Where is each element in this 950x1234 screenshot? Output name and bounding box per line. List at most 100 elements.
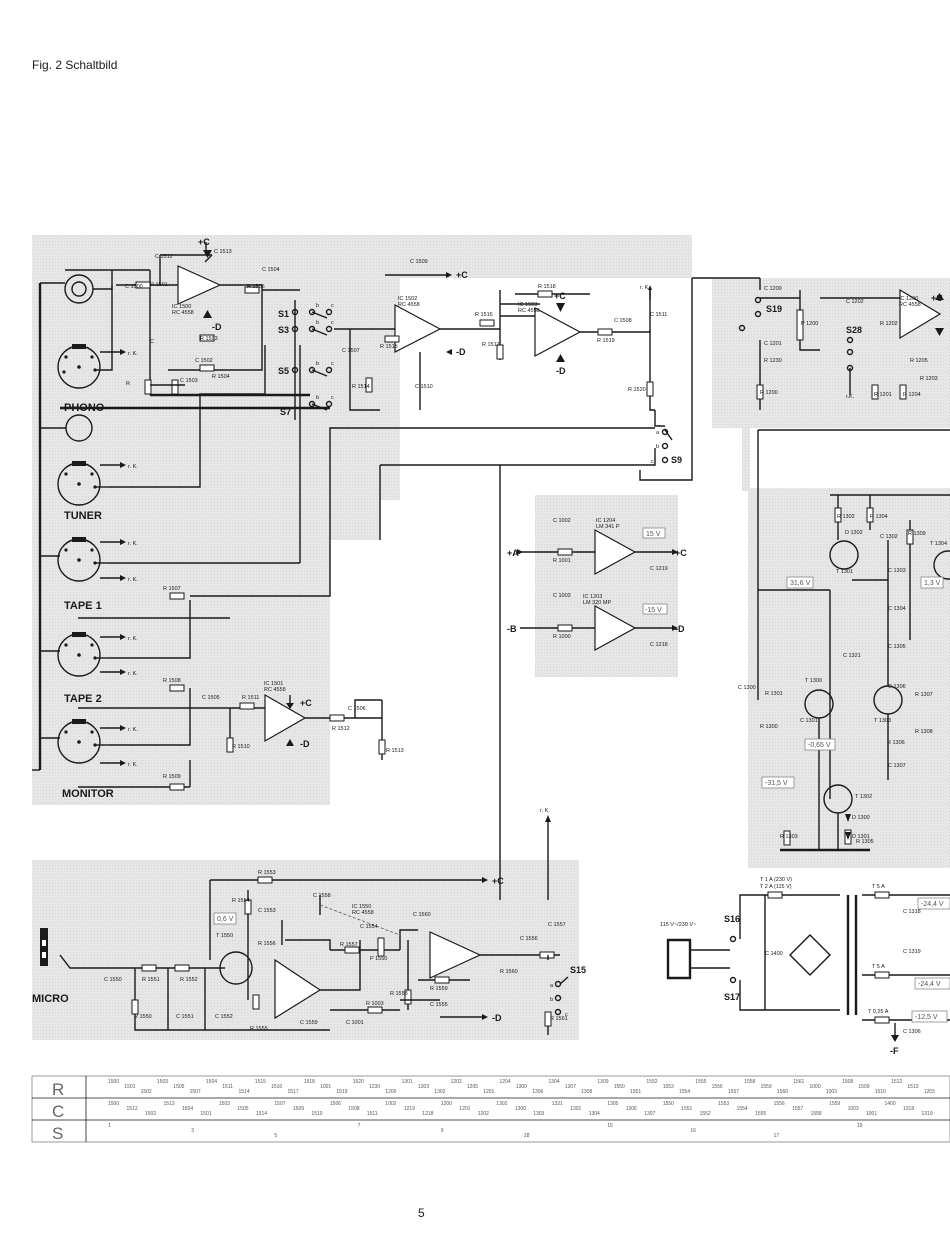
svg-text:C 1556: C 1556 bbox=[520, 936, 538, 942]
regulator-panel: +A +C -B -D 15 V -15 V C 1002 IC 1204 LM… bbox=[507, 518, 687, 652]
svg-text:b: b bbox=[316, 320, 319, 326]
tone-section: +C C 1200 C 1201 R 1230 R 1200 P 1200 C … bbox=[738, 278, 944, 410]
table-cell: 16 bbox=[690, 1128, 696, 1134]
table-cell: 1002 bbox=[385, 1101, 396, 1107]
svg-text:R 1304: R 1304 bbox=[870, 514, 888, 520]
tape2-input-section: TAPE 2 bbox=[57, 632, 102, 705]
rail-label-neg-6: -D bbox=[492, 1013, 502, 1023]
svg-text:R 1305: R 1305 bbox=[856, 839, 874, 845]
fuse-label-3: T 5 A bbox=[872, 884, 885, 890]
table-cell: 1558 bbox=[744, 1079, 755, 1085]
svg-text:r. K.: r. K. bbox=[128, 577, 138, 583]
svg-text:IC 1204: IC 1204 bbox=[596, 518, 615, 524]
tape1-input-section: TAPE 1 bbox=[57, 537, 102, 612]
svg-text:R 1303: R 1303 bbox=[780, 834, 798, 840]
svg-text:D 1300: D 1300 bbox=[852, 815, 870, 821]
svg-text:C 1502: C 1502 bbox=[195, 358, 213, 364]
svg-text:b: b bbox=[656, 444, 659, 450]
table-cell: 1512 bbox=[891, 1079, 902, 1085]
svg-text:C 1559: C 1559 bbox=[300, 1020, 318, 1026]
svg-text:IC 1500: IC 1500 bbox=[172, 304, 191, 310]
svg-text:IC 1502: IC 1502 bbox=[398, 296, 417, 302]
svg-text:R 1308: R 1308 bbox=[915, 729, 933, 735]
table-cell: 1319 bbox=[922, 1111, 933, 1117]
rail-label-pos-3: +C bbox=[554, 291, 566, 301]
svg-text:R 1503: R 1503 bbox=[200, 336, 218, 342]
svg-text:C 1557: C 1557 bbox=[548, 922, 566, 928]
svg-text:R 1560: R 1560 bbox=[500, 969, 518, 975]
figure-caption: Fig. 2 Schaltbild bbox=[32, 58, 118, 72]
svg-text:R 1518: R 1518 bbox=[538, 284, 556, 290]
svg-text:C 1202: C 1202 bbox=[846, 299, 864, 305]
table-cell: 1553 bbox=[718, 1101, 729, 1107]
table-cell: 1300 bbox=[515, 1106, 526, 1112]
svg-text:R 1501: R 1501 bbox=[150, 282, 168, 288]
table-cell: 1511 bbox=[367, 1111, 378, 1117]
table-cell: 1515 bbox=[255, 1079, 266, 1085]
svg-text:R 1520: R 1520 bbox=[628, 387, 646, 393]
table-cell: 1556 bbox=[712, 1084, 723, 1090]
rail-label-pos-4: +C bbox=[300, 698, 312, 708]
svg-text:RC 4558: RC 4558 bbox=[264, 687, 286, 693]
table-cell: 1555 bbox=[755, 1111, 766, 1117]
rail-label-neg-3: -D bbox=[556, 366, 566, 376]
table-cell: 1201 bbox=[483, 1089, 494, 1095]
voltage-0-6v: 0,6 V bbox=[217, 916, 234, 923]
svg-text:r. K.: r. K. bbox=[128, 727, 138, 733]
svg-text:C 1506: C 1506 bbox=[348, 706, 366, 712]
svg-text:C 1306: C 1306 bbox=[903, 1029, 921, 1035]
svg-text:R 1204: R 1204 bbox=[903, 392, 921, 398]
table-cell: 1561 bbox=[793, 1079, 804, 1085]
svg-text:R 1515: R 1515 bbox=[380, 344, 398, 350]
table-cell: 1203 bbox=[924, 1089, 935, 1095]
table-cell: 1001 bbox=[866, 1111, 877, 1117]
table-cell: 1304 bbox=[589, 1111, 600, 1117]
svg-text:IC 1203: IC 1203 bbox=[583, 594, 602, 600]
svg-text:LM 341 P: LM 341 P bbox=[596, 524, 620, 530]
switch-label-s7: S7 bbox=[280, 407, 291, 417]
svg-text:c: c bbox=[331, 395, 334, 401]
table-cell: 1519 bbox=[336, 1089, 347, 1095]
table-cell: 1308 bbox=[581, 1089, 592, 1095]
table-cell: 17 bbox=[774, 1133, 780, 1139]
svg-text:R 1309: R 1309 bbox=[908, 531, 926, 537]
reference-table: R C S 1500150115021503150515071504151115… bbox=[31, 1075, 950, 1143]
table-cell: 1552 bbox=[646, 1079, 657, 1085]
svg-text:R 1508: R 1508 bbox=[163, 678, 181, 684]
svg-text:R 1202: R 1202 bbox=[880, 321, 898, 327]
svg-text:C 1305: C 1305 bbox=[888, 644, 906, 650]
svg-text:R 1301: R 1301 bbox=[765, 691, 783, 697]
svg-text:R 1510: R 1510 bbox=[232, 744, 250, 750]
svg-text:C 1218: C 1218 bbox=[650, 642, 668, 648]
rk-arrows: r. K. r. K. r. K. r. K. r. K. r. K. r. K… bbox=[100, 349, 138, 768]
svg-text:C 1550: C 1550 bbox=[104, 977, 122, 983]
table-cell: 3 bbox=[191, 1128, 194, 1134]
svg-text:R 1001: R 1001 bbox=[553, 558, 571, 564]
svg-text:C 1500: C 1500 bbox=[125, 284, 143, 290]
table-cell: 1513 bbox=[164, 1101, 175, 1107]
svg-text:C 1513: C 1513 bbox=[214, 249, 232, 255]
table-cell: 1520 bbox=[353, 1079, 364, 1085]
svg-text:R 1558: R 1558 bbox=[390, 991, 408, 997]
table-cell: 1559 bbox=[761, 1084, 772, 1090]
svg-text:C 1558: C 1558 bbox=[313, 893, 331, 899]
table-cell: 1508 bbox=[842, 1079, 853, 1085]
table-cell: 1550 bbox=[614, 1084, 625, 1090]
table-cell: 1513 bbox=[907, 1084, 918, 1090]
svg-text:R 1504: R 1504 bbox=[212, 374, 230, 380]
input-label-monitor: MONITOR bbox=[62, 788, 114, 800]
svg-text:C 1554: C 1554 bbox=[360, 924, 378, 930]
rail-label-neg-2: -D bbox=[456, 347, 466, 357]
table-cell: 1505 bbox=[173, 1084, 184, 1090]
svg-text:C 1505: C 1505 bbox=[202, 695, 220, 701]
svg-text:R 1300: R 1300 bbox=[760, 724, 778, 730]
table-cell: 1003 bbox=[848, 1106, 859, 1112]
svg-text:C 1301: C 1301 bbox=[800, 718, 818, 724]
svg-text:IC 1200: IC 1200 bbox=[899, 296, 918, 302]
table-cell: 1560 bbox=[777, 1089, 788, 1095]
table-cell: 1553 bbox=[663, 1084, 674, 1090]
table-cell: 1551 bbox=[681, 1106, 692, 1112]
svg-text:IC 1503: IC 1503 bbox=[518, 302, 537, 308]
table-cell: 1506 bbox=[330, 1101, 341, 1107]
